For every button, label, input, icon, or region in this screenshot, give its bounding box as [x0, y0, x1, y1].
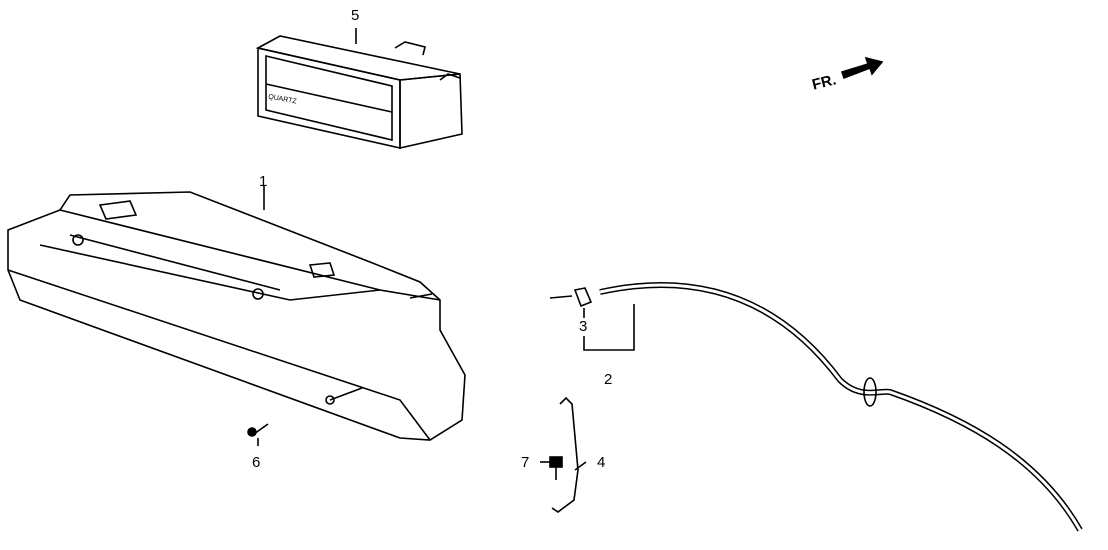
- front-arrow-icon: [840, 56, 884, 80]
- rod-part: [540, 396, 587, 513]
- screw-6-part: [247, 423, 269, 446]
- callout-6: 6: [252, 454, 261, 471]
- callout-4: 4: [597, 454, 606, 471]
- callout-5: 5: [351, 7, 360, 24]
- callout-2: 2: [604, 371, 613, 388]
- heater-control-part: [7, 185, 466, 441]
- clock-part: [255, 28, 463, 150]
- control-cable-part: [549, 282, 1083, 532]
- callout-1: 1: [259, 173, 268, 190]
- callout-3: 3: [579, 318, 588, 335]
- callout-7: 7: [521, 454, 530, 471]
